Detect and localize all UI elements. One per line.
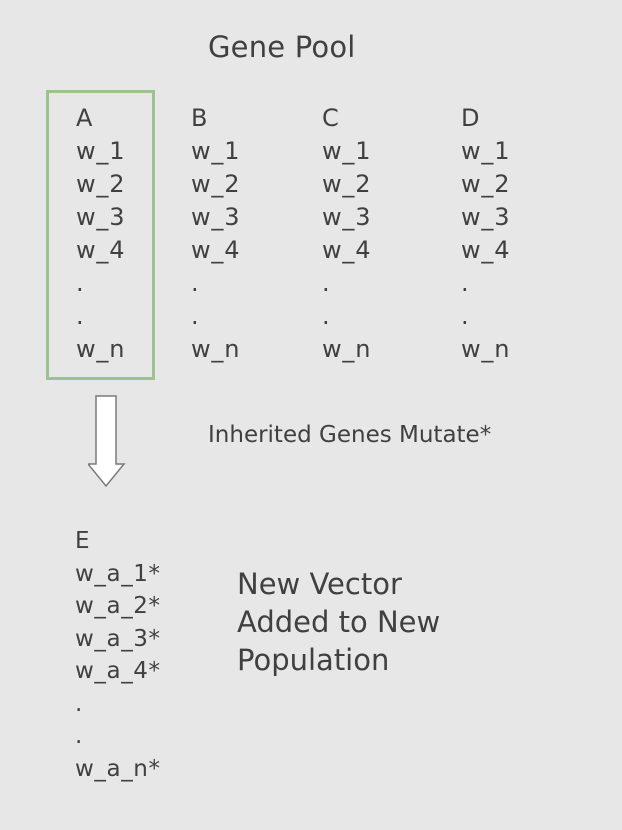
gene-item: w_1 xyxy=(322,137,372,165)
column-header: A xyxy=(76,104,94,132)
gene-item: w_2 xyxy=(76,170,126,198)
ellipsis-dot: . xyxy=(461,302,470,330)
page-title: Gene Pool xyxy=(208,30,356,64)
gene-column-d: D w_1 w_2 w_3 w_4 . . w_n xyxy=(461,102,571,366)
arrow-down-icon xyxy=(86,394,128,494)
column-header: B xyxy=(191,104,209,132)
selected-column-highlight xyxy=(46,90,155,380)
arrow-down-shape xyxy=(86,395,126,488)
gene-column-b: B w_1 w_2 w_3 w_4 . . w_n xyxy=(191,102,301,366)
gene-column-c: C w_1 w_2 w_3 w_4 . . w_n xyxy=(322,102,432,366)
new-vector-line: Population xyxy=(237,643,390,677)
gene-item: w_4 xyxy=(461,236,511,264)
gene-item: w_a_n* xyxy=(75,755,161,782)
gene-item: w_3 xyxy=(191,203,241,231)
gene-item: w_2 xyxy=(461,170,511,198)
ellipsis-dot: . xyxy=(76,269,85,297)
gene-item: w_2 xyxy=(191,170,241,198)
ellipsis-dot: . xyxy=(322,269,331,297)
gene-item: w_4 xyxy=(322,236,372,264)
ellipsis-dot: . xyxy=(191,269,200,297)
new-vector-line: Added to New xyxy=(237,605,441,639)
ellipsis-dot: . xyxy=(322,302,331,330)
ellipsis-dot: . xyxy=(76,302,85,330)
gene-item: w_n xyxy=(76,335,126,363)
column-header: E xyxy=(75,528,91,554)
gene-item: w_2 xyxy=(322,170,372,198)
gene-item: w_a_2* xyxy=(75,593,161,619)
column-header: C xyxy=(322,104,340,132)
gene-item: w_1 xyxy=(191,137,241,165)
ellipsis-dot: . xyxy=(191,302,200,330)
gene-item: w_4 xyxy=(76,236,126,264)
gene-column-a: A w_1 w_2 w_3 w_4 . . w_n xyxy=(76,102,186,366)
new-vector-label: New Vector Added to New Population xyxy=(237,565,440,679)
column-header: D xyxy=(461,104,481,132)
gene-item: w_a_4* xyxy=(75,658,161,684)
gene-item: w_3 xyxy=(461,203,511,231)
ellipsis-dot: . xyxy=(461,269,470,297)
new-vector-line: New Vector xyxy=(237,567,402,601)
gene-item: w_1 xyxy=(461,137,511,165)
gene-item: w_n xyxy=(191,335,241,363)
ellipsis-dot: . xyxy=(75,690,83,717)
gene-item: w_a_3* xyxy=(75,625,161,652)
gene-item: w_n xyxy=(322,335,372,363)
gene-item: w_3 xyxy=(322,203,372,231)
gene-item: w_a_1* xyxy=(75,560,161,587)
gene-item: w_4 xyxy=(191,236,241,264)
new-gene-column-e: E w_a_1* w_a_2* w_a_3* w_a_4* . . w_a_n* xyxy=(75,525,225,785)
gene-item: w_1 xyxy=(76,137,126,165)
ellipsis-dot: . xyxy=(75,723,83,749)
gene-item: w_n xyxy=(461,335,511,363)
mutate-label: Inherited Genes Mutate* xyxy=(208,422,492,448)
gene-item: w_3 xyxy=(76,203,126,231)
